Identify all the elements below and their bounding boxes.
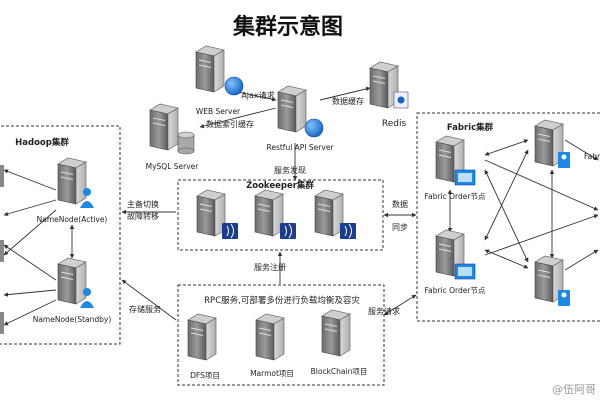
user-icon — [80, 288, 94, 308]
user-icon — [80, 188, 94, 208]
web-server-node: WEB Server — [195, 45, 244, 116]
redis-label: Redis — [382, 119, 407, 129]
fabric-cluster-box — [416, 112, 600, 322]
rpc-service-box — [177, 284, 385, 386]
datanode-partial-1 — [0, 165, 4, 187]
edge-label-service-discovery: 服务发现 — [274, 165, 306, 175]
zookeeper-cluster-box — [177, 179, 384, 251]
web-server-label: WEB Server — [196, 107, 241, 116]
server-icon — [149, 103, 179, 151]
server-icon — [254, 189, 284, 237]
namenode-standby-label: NameNode(Standby) — [33, 315, 112, 324]
edge-api-to-redis — [319, 86, 371, 101]
edge-label-service-request: 服务请求 — [368, 306, 400, 316]
edge-label-ajax: Ajax请求 — [241, 90, 274, 100]
fabric-order-node-1: Fabric Order节点 — [425, 135, 486, 201]
zookeeper-node-3 — [314, 189, 356, 239]
edge-label-data-index-cache: 数据索引缓存 — [206, 119, 254, 129]
marmot-project-node: Marmot项目 — [250, 313, 294, 378]
wireless-icon — [340, 223, 356, 239]
fabric-peer-node-2 — [534, 255, 570, 306]
edge-web-to-api — [237, 91, 277, 102]
server-icon — [314, 189, 344, 237]
edge-label-failover-2: 故障转移 — [127, 211, 159, 221]
datanode-partial-2 — [0, 240, 4, 262]
wireless-icon — [280, 223, 296, 239]
edge-rpc-to-hadoop — [121, 279, 177, 321]
wireless-icon — [222, 223, 238, 239]
globe-icon — [224, 76, 244, 96]
server-icon — [195, 45, 225, 93]
restful-api-node: Restful API Server — [266, 85, 334, 152]
edge-label-data-sync-1: 数据 — [392, 199, 408, 209]
server-icon — [321, 309, 351, 357]
server-icon — [57, 257, 87, 305]
connectors — [3, 86, 599, 326]
fabric-order-node-2: Fabric Order节点 — [425, 229, 486, 295]
fabric-cluster-label: Fabric集群 — [447, 122, 494, 133]
zookeeper-cluster-label: Zookeeper集群 — [246, 180, 314, 191]
server-icon — [196, 189, 226, 237]
namenode-active-node: NameNode(Active) — [37, 157, 108, 224]
globe-icon — [304, 118, 324, 138]
dfs-project-node: DFS项目 — [187, 313, 220, 380]
namenode-active-label: NameNode(Active) — [37, 215, 108, 224]
edge-rpc-fabric — [383, 294, 417, 316]
server-icon — [255, 313, 285, 361]
edge-label-storage-service: 存储服务 — [129, 304, 161, 314]
datanode-partial-3 — [0, 312, 4, 334]
server-icon — [187, 313, 217, 361]
key-icon — [558, 290, 570, 306]
edge-label-failover-1: 主备切换 — [127, 199, 159, 209]
restful-api-label: Restful API Server — [266, 143, 334, 152]
zookeeper-node-2 — [254, 189, 296, 239]
dfs-project-label: DFS项目 — [190, 371, 220, 380]
blockchain-project-label: BlockChain项目 — [311, 367, 368, 376]
mysql-server-label: MySQL Server — [146, 162, 200, 171]
edge-api-to-mysql — [199, 107, 277, 129]
edge-label-data-cache: 数据缓存 — [332, 96, 364, 106]
edge-label-service-register: 服务注册 — [254, 262, 286, 272]
hadoop-cluster-box — [0, 125, 121, 345]
mysql-server-node: MySQL Server — [146, 103, 200, 171]
diagram-title: 集群示意图 — [232, 14, 343, 40]
namenode-standby-node: NameNode(Standby) — [33, 257, 112, 324]
edge-label-data-sync-2: 同步 — [392, 223, 408, 232]
redis-node: Redis — [369, 61, 409, 129]
blockchain-project-node: BlockChain项目 — [311, 309, 368, 376]
rpc-service-label: RPC服务,可部署多份进行负载均衡及容灾 — [204, 295, 360, 306]
hadoop-cluster-label: Hadoop集群 — [15, 137, 69, 148]
fabric-order-label-1: Fabric Order节点 — [425, 192, 486, 201]
zookeeper-node-1 — [196, 189, 238, 239]
watermark: @伍阿哥 — [552, 383, 596, 396]
fabric-peer-node-1 — [534, 119, 570, 168]
server-icon — [57, 157, 87, 205]
marmot-project-label: Marmot项目 — [250, 369, 294, 378]
database-icon — [177, 131, 195, 155]
server-icon — [277, 85, 307, 133]
key-icon — [558, 152, 570, 168]
fabric-peer-partial-label: Fabr — [584, 152, 600, 161]
fabric-order-label-2: Fabric Order节点 — [425, 286, 486, 295]
